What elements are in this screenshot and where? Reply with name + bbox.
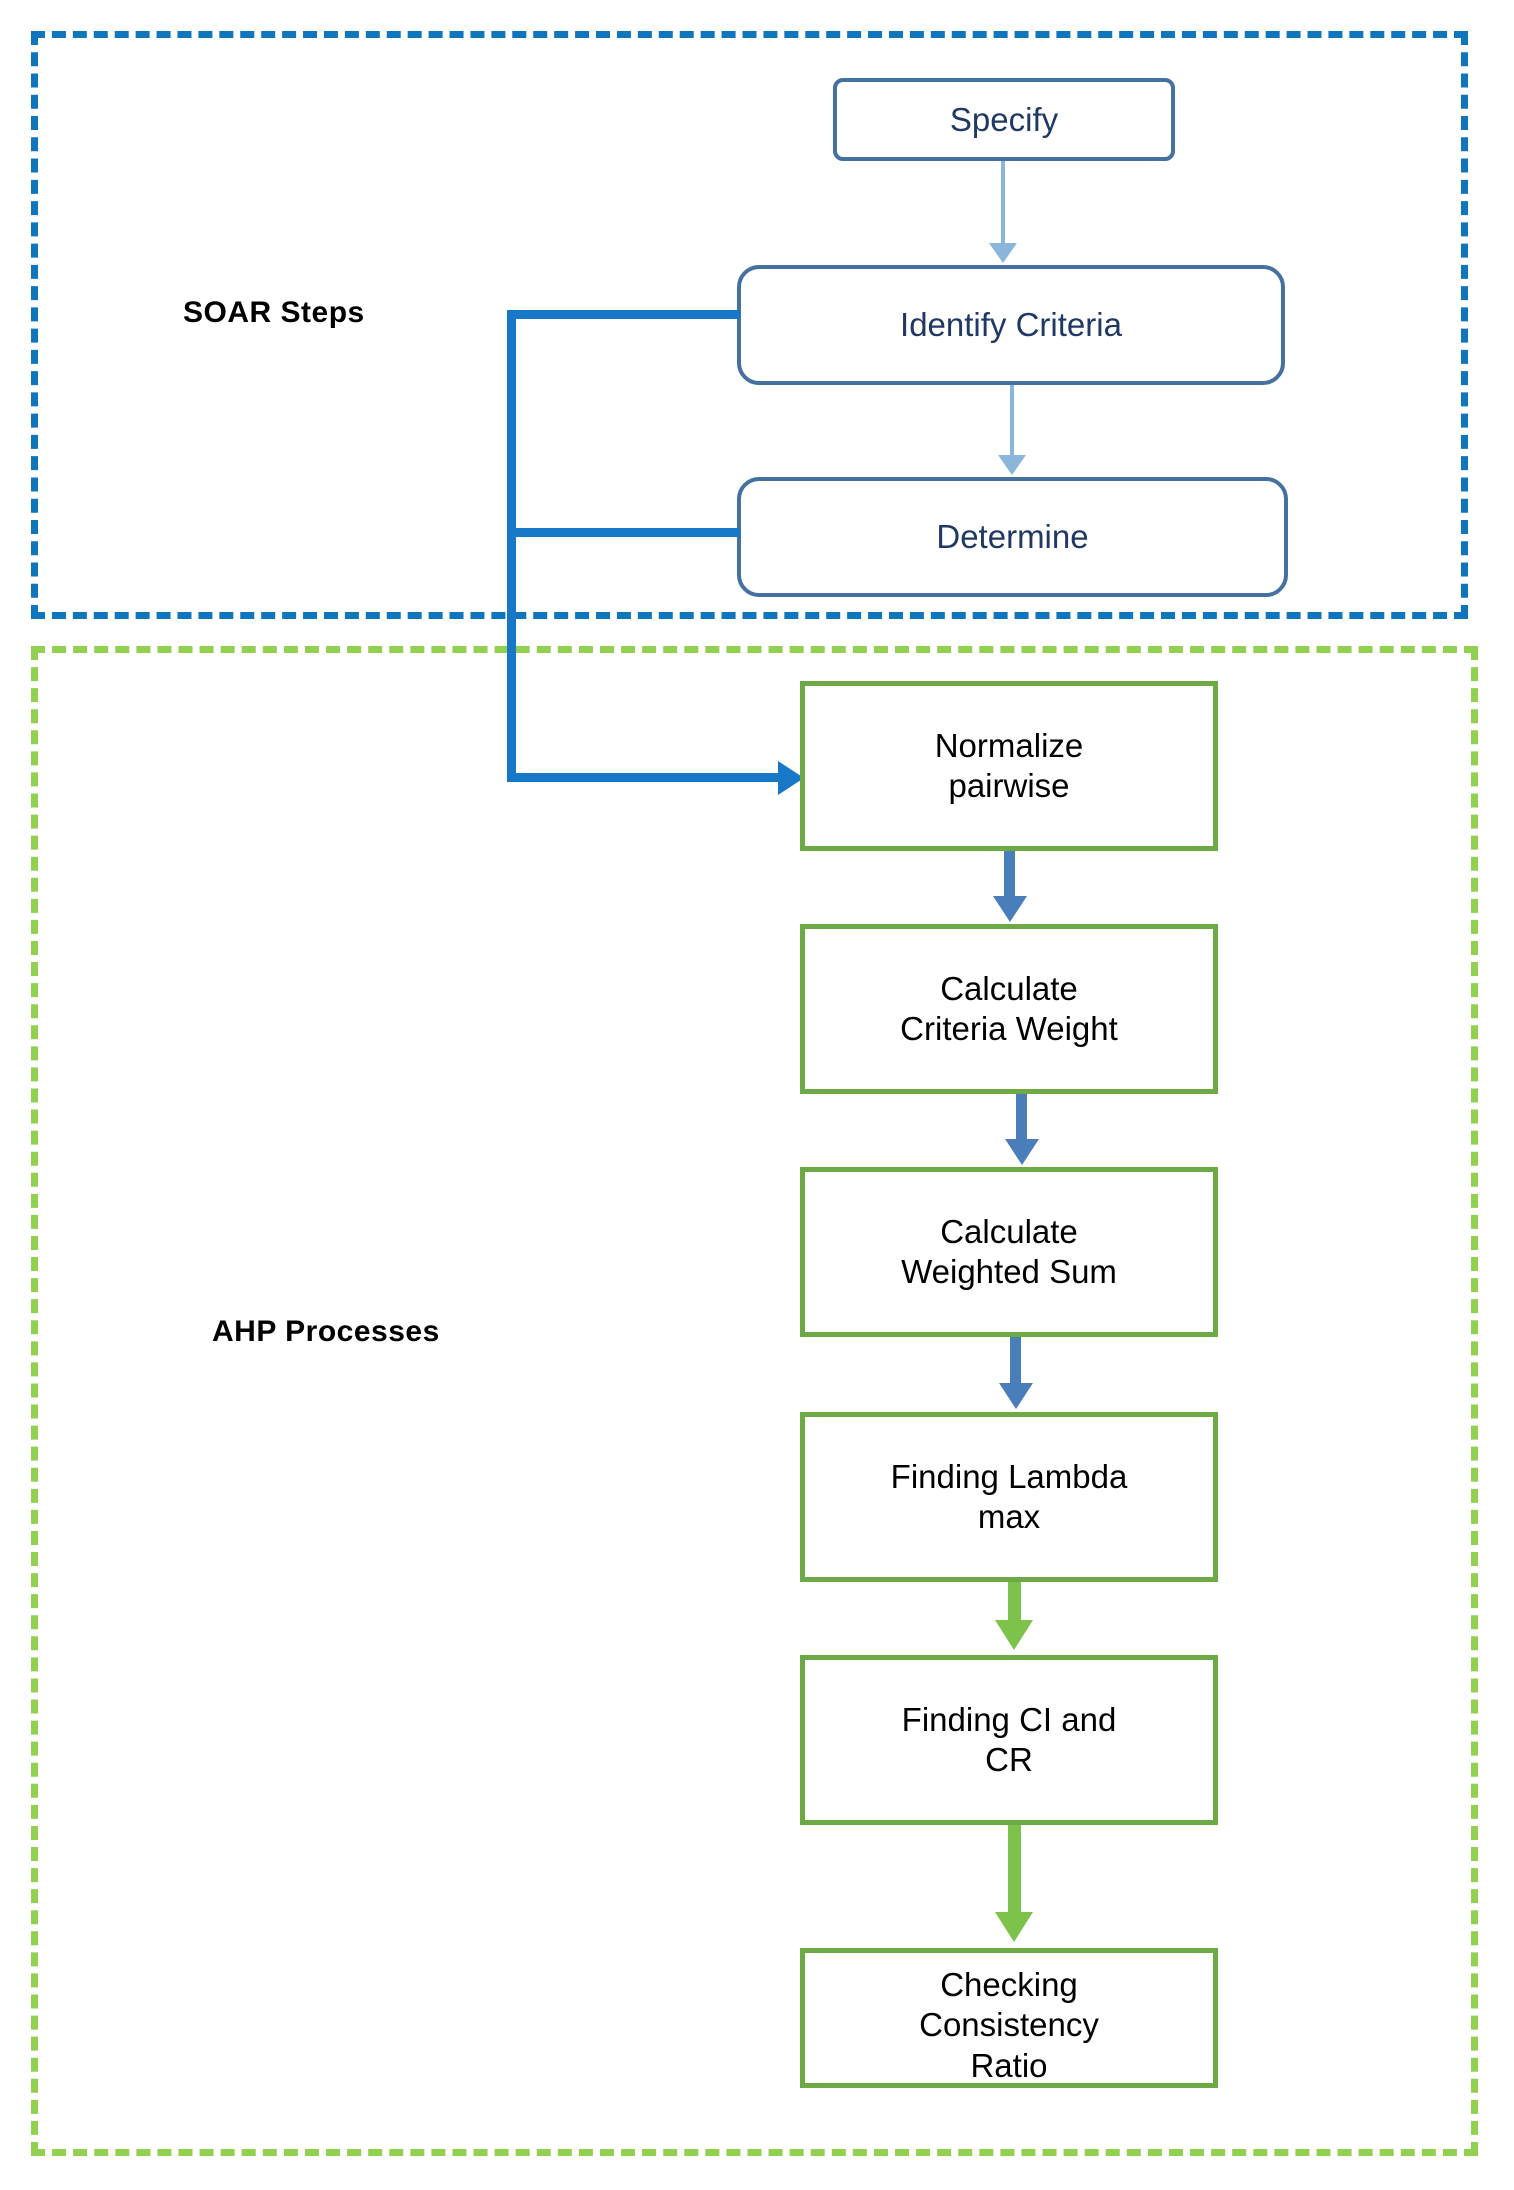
node-calculate-weighted-sum-line1: Calculate <box>940 1212 1078 1250</box>
node-normalize-pairwise-line2: pairwise <box>948 767 1070 804</box>
node-specify-label: Specify <box>949 100 1059 138</box>
edge-criteria-weight-to-weighted-sum-line <box>1016 1094 1027 1141</box>
node-finding-lambda-max-line1: Finding Lambda <box>890 1457 1128 1495</box>
node-normalize-pairwise[interactable]: Normalize pairwise <box>800 681 1218 851</box>
ahp-processes-region <box>31 646 1478 2156</box>
edge-identify-to-determine-line <box>1010 385 1014 457</box>
node-determine-label: Determine <box>936 518 1089 556</box>
node-calculate-weighted-sum-label: Calculate Weighted Sum <box>893 1212 1125 1293</box>
edge-ci-cr-to-checking-arrow <box>995 1912 1033 1942</box>
node-specify[interactable]: Specify <box>833 78 1175 161</box>
node-calculate-criteria-weight[interactable]: Calculate Criteria Weight <box>800 924 1218 1094</box>
node-calculate-criteria-weight-label: Calculate Criteria Weight <box>892 969 1126 1050</box>
node-normalize-pairwise-line1: Normalize <box>934 726 1084 764</box>
node-finding-ci-and-cr-label: Finding CI and CR <box>894 1700 1125 1781</box>
node-checking-consistency-ratio[interactable]: Checking Consistency Ratio <box>800 1948 1218 2088</box>
node-checking-consistency-ratio-label: Checking Consistency Ratio <box>911 1965 1107 2084</box>
node-calculate-weighted-sum[interactable]: Calculate Weighted Sum <box>800 1167 1218 1337</box>
node-finding-lambda-max[interactable]: Finding Lambda max <box>800 1412 1218 1582</box>
edge-specify-to-identify-line <box>1001 161 1005 245</box>
edge-normalize-to-criteria-weight-line <box>1004 851 1015 898</box>
node-checking-consistency-ratio-line1: Checking <box>940 1966 1078 2003</box>
node-normalize-pairwise-label: Normalize pairwise <box>927 726 1092 807</box>
edge-criteria-weight-to-weighted-sum-arrow <box>1005 1139 1039 1165</box>
edge-weighted-sum-to-lambda-max-line <box>1010 1337 1021 1385</box>
edge-ci-cr-to-checking-line <box>1008 1825 1021 1915</box>
node-checking-consistency-ratio-line2: Consistency <box>919 2006 1099 2044</box>
ahp-processes-label: AHP Processes <box>212 1315 440 1348</box>
edge-normalize-to-criteria-weight-arrow <box>993 896 1027 922</box>
node-finding-ci-and-cr-line1: Finding CI and <box>901 1700 1117 1738</box>
edge-bracket-to-normalize-arrow <box>778 761 804 795</box>
edge-lambda-max-to-ci-cr-arrow <box>995 1620 1033 1650</box>
node-calculate-criteria-weight-line1: Calculate <box>940 969 1078 1007</box>
node-identify-criteria[interactable]: Identify Criteria <box>737 265 1285 385</box>
node-finding-ci-and-cr-line2: CR <box>985 1741 1033 1778</box>
node-calculate-criteria-weight-line2: Criteria Weight <box>900 1010 1118 1047</box>
node-identify-criteria-label: Identify Criteria <box>900 306 1122 344</box>
node-checking-consistency-ratio-line3: Ratio <box>970 2046 1048 2084</box>
edge-determine-bracket-stub <box>507 528 740 537</box>
edge-identify-to-determine-arrow <box>998 455 1026 475</box>
edge-bracket-to-normalize-line <box>507 773 785 782</box>
node-finding-lambda-max-line2: max <box>977 1498 1041 1535</box>
node-calculate-weighted-sum-line2: Weighted Sum <box>901 1253 1117 1290</box>
edge-identify-bracket-stub <box>507 310 740 319</box>
soar-steps-region <box>31 31 1468 619</box>
edge-specify-to-identify-arrow <box>989 243 1017 263</box>
edge-bracket-spine <box>507 310 516 778</box>
edge-weighted-sum-to-lambda-max-arrow <box>999 1383 1033 1409</box>
node-determine[interactable]: Determine <box>737 477 1288 597</box>
edge-lambda-max-to-ci-cr-line <box>1008 1582 1021 1624</box>
soar-steps-label: SOAR Steps <box>183 296 365 329</box>
node-finding-ci-and-cr[interactable]: Finding CI and CR <box>800 1655 1218 1825</box>
node-finding-lambda-max-label: Finding Lambda max <box>883 1457 1136 1538</box>
